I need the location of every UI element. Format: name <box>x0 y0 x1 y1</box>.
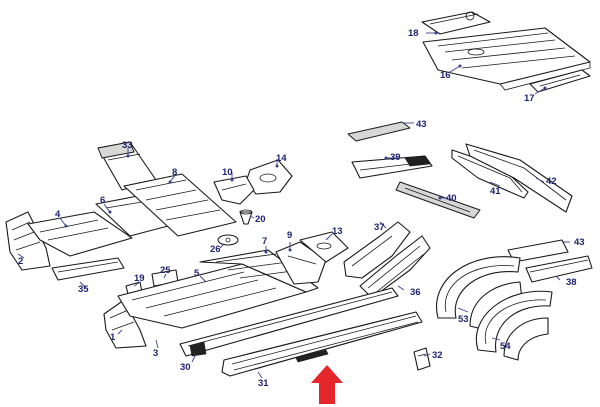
label-33: 33 <box>122 140 133 151</box>
label-36: 36 <box>410 287 421 298</box>
part-33-crossmember <box>97 141 157 191</box>
label-4: 4 <box>55 209 61 220</box>
label-42: 42 <box>546 176 557 187</box>
label-19: 19 <box>134 273 145 284</box>
label-26: 26 <box>210 244 221 255</box>
label-20: 20 <box>255 214 266 225</box>
label-7: 7 <box>262 236 267 247</box>
label-38: 38 <box>566 277 577 288</box>
label-1: 1 <box>110 332 116 343</box>
leader-lines <box>17 32 570 379</box>
part-31-outer-sill <box>221 311 423 377</box>
label-13: 13 <box>332 226 343 237</box>
label-30: 30 <box>180 362 191 373</box>
label-32: 32 <box>432 350 443 361</box>
label-40: 40 <box>446 193 457 204</box>
part-9-mount <box>275 241 327 285</box>
part-32-bracket <box>413 347 431 371</box>
label-53: 53 <box>458 314 469 325</box>
label-18: 18 <box>408 28 419 39</box>
label-5: 5 <box>194 268 200 279</box>
part-10-bracket <box>213 175 255 205</box>
part-8-floor-section <box>123 173 237 237</box>
part-35-strip <box>51 257 125 281</box>
label-3: 3 <box>153 348 158 359</box>
part-30-inner-sill <box>179 287 399 357</box>
label-41: 41 <box>490 186 501 197</box>
part-54-wheel-arch <box>475 290 553 361</box>
label-43-upper: 43 <box>416 119 427 130</box>
part-39-rail <box>351 155 433 179</box>
part-43-upper-strip <box>347 121 411 142</box>
part-37-panel <box>343 221 411 279</box>
part-18-rear-panel <box>421 11 491 35</box>
label-16: 16 <box>440 70 451 81</box>
red-up-arrow-icon <box>311 365 343 404</box>
label-2: 2 <box>18 256 23 267</box>
label-54: 54 <box>500 341 511 352</box>
label-39: 39 <box>390 152 401 163</box>
label-43-lower: 43 <box>574 237 585 248</box>
label-9: 9 <box>287 230 292 241</box>
part-16-rear-floor <box>422 27 591 91</box>
part-53-wheel-arch <box>436 256 523 331</box>
label-35: 35 <box>78 284 89 295</box>
label-10: 10 <box>222 167 233 178</box>
part-38-channel <box>525 255 593 283</box>
label-37: 37 <box>374 222 385 233</box>
label-8: 8 <box>172 167 177 178</box>
part-42-outer-sill <box>465 143 573 213</box>
leader-dots <box>64 31 547 254</box>
part-20-cone <box>239 209 253 225</box>
part-13-mount <box>299 231 349 263</box>
part-4-floor-pan <box>27 211 133 257</box>
label-31: 31 <box>258 378 269 389</box>
label-14: 14 <box>276 153 287 164</box>
label-17: 17 <box>524 93 535 104</box>
label-6: 6 <box>100 195 105 206</box>
part-2-side-panel <box>5 211 51 271</box>
part-40-channel <box>395 181 481 219</box>
part-26-mount <box>217 234 239 246</box>
label-25: 25 <box>160 265 171 276</box>
